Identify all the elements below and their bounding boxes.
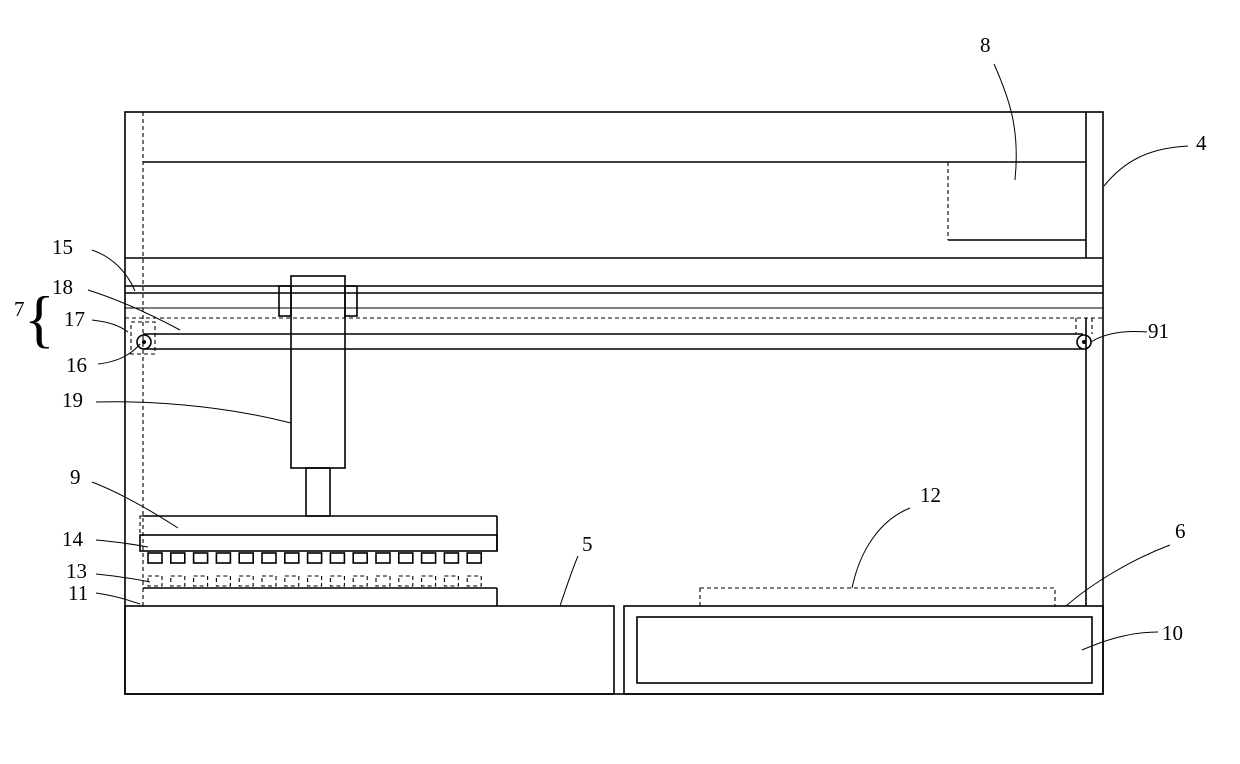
workpiece bbox=[467, 576, 481, 586]
label-14: 14 bbox=[62, 527, 84, 551]
actuator-19 bbox=[291, 276, 345, 516]
suction-cup bbox=[399, 553, 413, 563]
label-17: 17 bbox=[64, 307, 85, 331]
suction-cup bbox=[330, 553, 344, 563]
suction-cup bbox=[239, 553, 253, 563]
suction-cup bbox=[308, 553, 322, 563]
suction-cup bbox=[216, 553, 230, 563]
workpiece bbox=[171, 576, 185, 586]
label-12: 12 bbox=[920, 483, 941, 507]
suction-cup bbox=[444, 553, 458, 563]
gripper-plate-9 bbox=[140, 516, 497, 551]
suction-cup bbox=[171, 553, 185, 563]
workpiece bbox=[330, 576, 344, 586]
workpieces-13 bbox=[148, 576, 481, 586]
label-16: 16 bbox=[66, 353, 87, 377]
label-8: 8 bbox=[980, 33, 991, 57]
guide-rail-15 bbox=[125, 286, 1103, 318]
worktable-6 bbox=[624, 606, 1103, 694]
label-5: 5 bbox=[582, 532, 593, 556]
suction-cup bbox=[262, 553, 276, 563]
suction-cup bbox=[422, 553, 436, 563]
workpiece bbox=[285, 576, 299, 586]
label-6: 6 bbox=[1175, 519, 1186, 543]
suction-cups bbox=[148, 553, 481, 563]
workpiece bbox=[353, 576, 367, 586]
label-18: 18 bbox=[52, 275, 73, 299]
workpiece bbox=[262, 576, 276, 586]
drive-box-8 bbox=[948, 162, 1086, 240]
suction-cup bbox=[376, 553, 390, 563]
label-91: 91 bbox=[1148, 319, 1169, 343]
workpiece bbox=[376, 576, 390, 586]
brace-7: { bbox=[24, 283, 55, 354]
workpiece bbox=[148, 576, 162, 586]
workpiece bbox=[422, 576, 436, 586]
workpiece bbox=[308, 576, 322, 586]
top-enclosure bbox=[125, 162, 1103, 258]
workpiece bbox=[444, 576, 458, 586]
suction-cup bbox=[353, 553, 367, 563]
workpiece bbox=[239, 576, 253, 586]
workpiece bbox=[216, 576, 230, 586]
label-11: 11 bbox=[68, 581, 88, 605]
label-4: 4 bbox=[1196, 131, 1207, 155]
plate-12 bbox=[700, 588, 1055, 606]
gripper-base-14 bbox=[140, 535, 497, 551]
tray-11 bbox=[143, 588, 497, 606]
label-9: 9 bbox=[70, 465, 81, 489]
belt-18 bbox=[143, 334, 1083, 349]
workpiece bbox=[399, 576, 413, 586]
label-19: 19 bbox=[62, 388, 83, 412]
label-13: 13 bbox=[66, 559, 87, 583]
worktable-5 bbox=[125, 606, 614, 694]
label-10: 10 bbox=[1162, 621, 1183, 645]
label-7: 7 bbox=[14, 297, 25, 321]
workpiece bbox=[194, 576, 208, 586]
suction-cup bbox=[148, 553, 162, 563]
suction-cup bbox=[285, 553, 299, 563]
label-15: 15 bbox=[52, 235, 73, 259]
suction-cup bbox=[467, 553, 481, 563]
suction-cup bbox=[194, 553, 208, 563]
